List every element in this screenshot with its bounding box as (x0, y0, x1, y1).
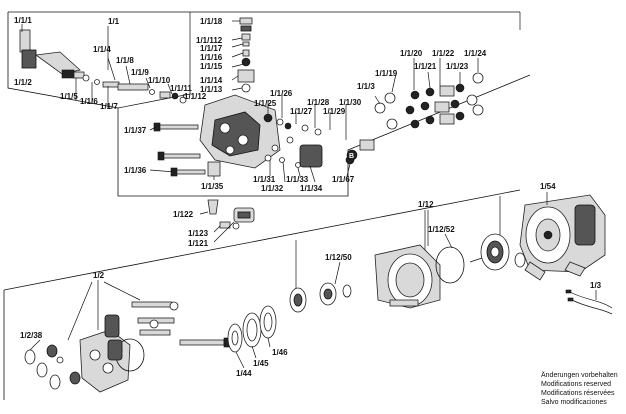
label-1-1-20: 1/1/20 (400, 49, 423, 58)
label-1-1-14: 1/1/14 (200, 76, 223, 85)
label-1-1-35: 1/1/35 (201, 182, 224, 191)
modification-note: Änderungen vorbehalten Modifications res… (541, 371, 618, 406)
pump-rail-parts (117, 83, 187, 104)
note-line-2: Modifications reserved (541, 381, 611, 388)
housing-1-12 (374, 244, 465, 309)
label-1-1-7: 1/1/7 (100, 102, 118, 111)
motor-1-54 (519, 194, 606, 281)
label-1-1-26: 1/1/26 (270, 89, 293, 98)
valve-rows (374, 72, 484, 130)
label-1-1-15: 1/1/15 (200, 62, 223, 71)
group-frame-1-1 (7, 11, 531, 197)
label-1-1-37: 1/1/37 (124, 126, 147, 135)
label-1-1-11: 1/1/11 (170, 84, 192, 93)
label-1-3: 1/3 (590, 281, 602, 290)
label-1-1-34: 1/1/34 (300, 184, 323, 193)
label-1-1-8: 1/1/8 (116, 56, 134, 65)
label-1-1-5: 1/1/5 (60, 92, 78, 101)
label-1-1-1: 1/1/1 (14, 16, 32, 25)
label-1-1-32: 1/1/32 (261, 184, 284, 193)
group-frame-lower (3, 189, 521, 400)
inlet-fitting-assembly (19, 29, 127, 89)
label-1-1-67: 1/1/67 (332, 175, 355, 184)
plugs-and-seals-right (263, 113, 375, 168)
label-1-1-9: 1/1/9 (131, 68, 149, 77)
label-1-1-23: 1/1/23 (446, 62, 469, 71)
part-labels: 1/1/1 1/1 1/1/2 1/1/4 1/1/8 1/1/9 1/1/10… (14, 16, 602, 378)
bearing-assembly-1-12-50 (289, 282, 352, 313)
label-1-1-28: 1/1/28 (307, 98, 330, 107)
label-1-1-2: 1/1/2 (14, 78, 32, 87)
pump-head-block (199, 94, 281, 177)
label-1-1-12: 1/1/12 (184, 92, 207, 101)
b-marker (346, 149, 358, 161)
label-1-1-31: 1/1/31 (253, 175, 276, 184)
label-1-122: 1/122 (173, 210, 194, 219)
leader-lines (21, 20, 597, 369)
label-1-1-17: 1/1/17 (200, 44, 223, 53)
label-1-12-50: 1/12/50 (325, 253, 352, 262)
valve-stack (237, 17, 255, 93)
wobble-plate-1-12-52 (469, 233, 526, 271)
label-1-121: 1/121 (188, 239, 209, 248)
note-line-4: Salvo modificaciones (541, 399, 607, 406)
label-1-1-21: 1/1/21 (414, 62, 437, 71)
label-1-1-13: 1/1/13 (200, 85, 223, 94)
label-1-1-30: 1/1/30 (339, 98, 362, 107)
label-1-1: 1/1 (108, 17, 120, 26)
note-line-1: Änderungen vorbehalten (541, 371, 618, 379)
cable-1-3 (565, 289, 613, 315)
label-1-2-38: 1/2/38 (20, 331, 43, 340)
label-1-46: 1/46 (272, 348, 288, 357)
label-1-45: 1/45 (253, 359, 269, 368)
label-1-1-33: 1/1/33 (286, 175, 309, 184)
label-1-1-6: 1/1/6 (80, 97, 98, 106)
label-1-1-36: 1/1/36 (124, 166, 147, 175)
label-1-1-3: 1/1/3 (357, 82, 375, 91)
label-1-1-112: 1/1/112 (196, 36, 223, 45)
bolts-left (153, 122, 206, 177)
label-1-44: 1/44 (236, 369, 252, 378)
label-1-1-10: 1/1/10 (148, 76, 171, 85)
label-1-1-4: 1/1/4 (93, 45, 111, 54)
label-1-1-25: 1/1/25 (254, 99, 277, 108)
seal-kit-1-2 (24, 301, 231, 393)
washers-1-44-1-45 (227, 305, 277, 353)
label-1-1-19: 1/1/19 (375, 69, 398, 78)
label-1-2: 1/2 (93, 271, 105, 280)
label-1-12: 1/12 (418, 200, 434, 209)
label-1-54: 1/54 (540, 182, 556, 191)
label-1-1-27: 1/1/27 (290, 107, 313, 116)
label-1-123: 1/123 (188, 229, 209, 238)
label-1-1-16: 1/1/16 (200, 53, 223, 62)
label-1-1-18: 1/1/18 (200, 17, 223, 26)
note-line-3: Modifications réservées (541, 390, 615, 397)
label-1-1-29: 1/1/29 (323, 107, 346, 116)
label-b: B (349, 153, 354, 160)
label-1-1-24: 1/1/24 (464, 49, 487, 58)
small-fittings-1-122 (207, 199, 255, 230)
label-1-1-22: 1/1/22 (432, 49, 455, 58)
label-1-12-52: 1/12/52 (428, 225, 455, 234)
